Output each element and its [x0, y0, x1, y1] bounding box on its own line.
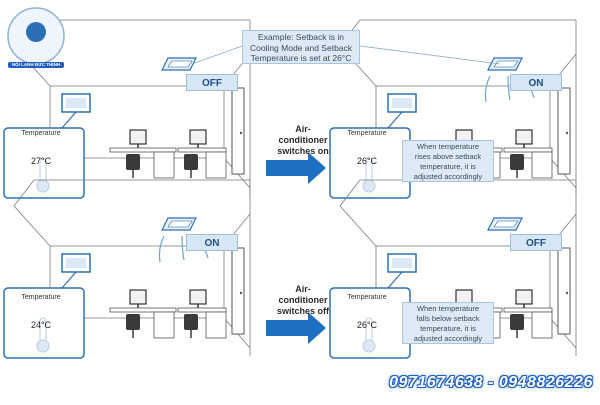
arrow-label-on-line-1: Air-: [295, 124, 311, 134]
arrow-switches-off: [266, 312, 326, 344]
note-falls-line-2: falls below setback: [416, 314, 480, 323]
ceiling-ac-grille-bottom-right: [493, 220, 519, 228]
door-top-left: [231, 87, 245, 175]
chair-right-bottom-left: [184, 314, 198, 330]
wall-thermostat-screen-top-right: [392, 98, 412, 108]
thermo-value-top-left: 27°C: [30, 156, 52, 166]
door-bottom-right: [557, 247, 571, 335]
airflow-mid-bottom-left: [181, 235, 185, 261]
note-rises: When temperature rises above setback tem…: [402, 140, 494, 182]
ceiling-ac-grille-bottom-left: [167, 220, 193, 228]
note-falls: When temperature falls below setback tem…: [402, 302, 494, 344]
monitor-right-bottom-left: [189, 289, 207, 305]
airflow-mid-top-right: [507, 75, 511, 101]
status-badge-top-left: OFF: [186, 74, 238, 91]
monitor-right-bottom-right: [515, 289, 533, 305]
thermometer-bulb-bottom-left: [36, 339, 50, 353]
arrow-label-off-line-1: Air-: [295, 284, 311, 294]
drawer-right-top-right: [531, 151, 553, 179]
thermo-label-top-right: Temperature: [347, 130, 387, 137]
thermo-value-bottom-left: 24°C: [30, 320, 52, 330]
note-rises-line-3: temperature, it is: [420, 162, 476, 171]
example-note-line-2: Cooling Mode and Setback: [249, 42, 353, 53]
chair-left-top-left: [126, 154, 140, 170]
door-knob-bottom-right: [565, 291, 569, 295]
arrow-label-off: Air- conditioner switches off: [273, 284, 333, 317]
door-knob-bottom-left: [239, 291, 243, 295]
thermo-value-bottom-right: 26°C: [356, 320, 378, 330]
wall-thermostat-screen-bottom-left: [66, 258, 86, 268]
note-falls-line-4: adjusted accordingly: [413, 334, 483, 343]
logo-mascot: [26, 22, 46, 42]
chair-right-bottom-right: [510, 314, 524, 330]
drawer-right-bottom-right: [531, 311, 553, 339]
arrow-label-off-line-3: switches off: [276, 306, 329, 316]
door-knob-top-left: [239, 131, 243, 135]
desk-left-bottom-left: [109, 307, 177, 313]
note-rises-line-1: When temperature: [416, 142, 480, 151]
monitor-right-top-left: [189, 129, 207, 145]
chair-right-top-left: [184, 154, 198, 170]
airflow-left-bottom-left: [158, 235, 165, 263]
door-knob-top-right: [565, 131, 569, 135]
drawer-left-top-left: [153, 151, 175, 179]
thermo-pointer-bottom-right: [387, 271, 403, 289]
status-badge-bottom-right: OFF: [510, 234, 562, 251]
example-connector-right: [359, 45, 501, 65]
arrow-switches-on: [266, 152, 326, 184]
desk-left-top-left: [109, 147, 177, 153]
monitor-left-top-left: [129, 129, 147, 145]
wall-thermostat-screen-top-left: [66, 98, 86, 108]
logo-text: NỘI LẠNH ĐỨC THỊNH: [8, 62, 64, 68]
desk-right-bottom-left: [177, 307, 227, 313]
arrow-label-on-line-3: switches on: [277, 146, 329, 156]
room-ceiling-bottom-left: [13, 179, 250, 207]
thermometer-bulb-top-left: [36, 179, 50, 193]
desk-right-bottom-right: [503, 307, 553, 313]
thermometer-bulb-bottom-right: [362, 339, 376, 353]
thermo-label-bottom-left: Temperature: [21, 294, 61, 301]
desk-right-top-left: [177, 147, 227, 153]
monitor-right-top-right: [515, 129, 533, 145]
room-ceiling-top-right: [339, 19, 576, 47]
thermo-pointer-top-right: [387, 111, 403, 129]
thermo-label-bottom-right: Temperature: [347, 294, 387, 301]
status-badge-bottom-left: ON: [186, 234, 238, 251]
phone-watermark: 0971674638 - 0948826226: [389, 374, 593, 391]
note-falls-line-1: When temperature: [416, 304, 480, 313]
thermometer-bulb-top-right: [362, 179, 376, 193]
status-badge-top-right: ON: [510, 74, 562, 91]
drawer-left-bottom-left: [153, 311, 175, 339]
monitor-left-bottom-left: [129, 289, 147, 305]
chair-left-bottom-left: [126, 314, 140, 330]
thermo-value-top-right: 26°C: [356, 156, 378, 166]
ceiling-ac-grille-top-left: [167, 60, 193, 68]
desk-right-top-right: [503, 147, 553, 153]
room-ceiling-bottom-right: [339, 179, 576, 207]
thermo-pointer-top-left: [61, 111, 77, 129]
example-note: Example: Setback is in Cooling Mode and …: [242, 30, 360, 64]
door-top-right: [557, 87, 571, 175]
note-falls-line-3: temperature, it is: [420, 324, 476, 333]
drawer-right-bottom-left: [205, 311, 227, 339]
airflow-left-top-right: [484, 75, 491, 103]
door-bottom-left: [231, 247, 245, 335]
wall-thermostat-screen-bottom-right: [392, 258, 412, 268]
ceiling-ac-grille-top-right: [493, 60, 519, 68]
example-note-line-1: Example: Setback is in: [258, 32, 344, 42]
arrow-label-on: Air- conditioner switches on: [273, 124, 333, 157]
chair-right-top-right: [510, 154, 524, 170]
example-connector-left: [191, 45, 243, 65]
note-rises-line-4: adjusted accordingly: [413, 172, 483, 181]
drawer-right-top-left: [205, 151, 227, 179]
arrow-label-on-line-2: conditioner: [278, 135, 328, 145]
arrow-label-off-line-2: conditioner: [278, 295, 328, 305]
thermo-pointer-bottom-left: [61, 271, 77, 289]
note-rises-line-2: rises above setback: [414, 152, 482, 161]
example-note-line-3: Temperature is set at 26°C: [250, 53, 352, 63]
thermo-label-top-left: Temperature: [21, 130, 61, 137]
